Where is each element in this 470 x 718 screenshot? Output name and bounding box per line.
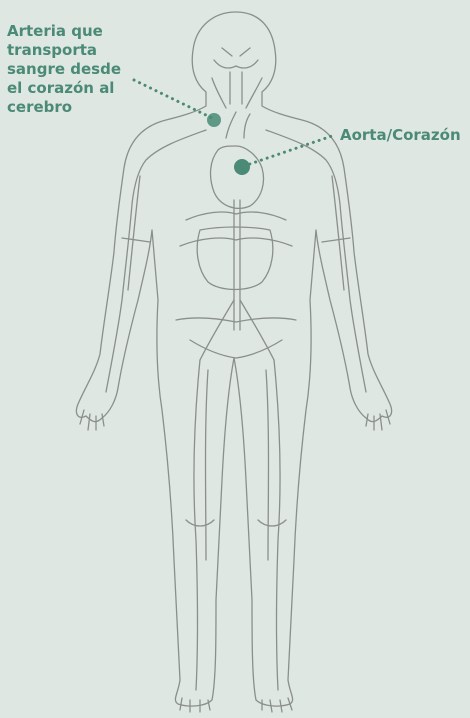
carotid-marker — [207, 113, 221, 127]
aorta-leader-line — [244, 136, 332, 166]
carotid-label-line: Arteria que — [7, 22, 147, 41]
carotid-label-line: sangre desde — [7, 60, 147, 79]
carotid-label-line: el corazón al — [7, 79, 147, 98]
carotid-label: Arteria que transporta sangre desde el c… — [7, 22, 147, 117]
heart-outline — [211, 146, 264, 208]
carotid-label-line: transporta — [7, 41, 147, 60]
carotid-label-line: cerebro — [7, 98, 147, 117]
aorta-label: Aorta/Corazón — [340, 126, 470, 145]
aorta-marker — [234, 159, 250, 175]
